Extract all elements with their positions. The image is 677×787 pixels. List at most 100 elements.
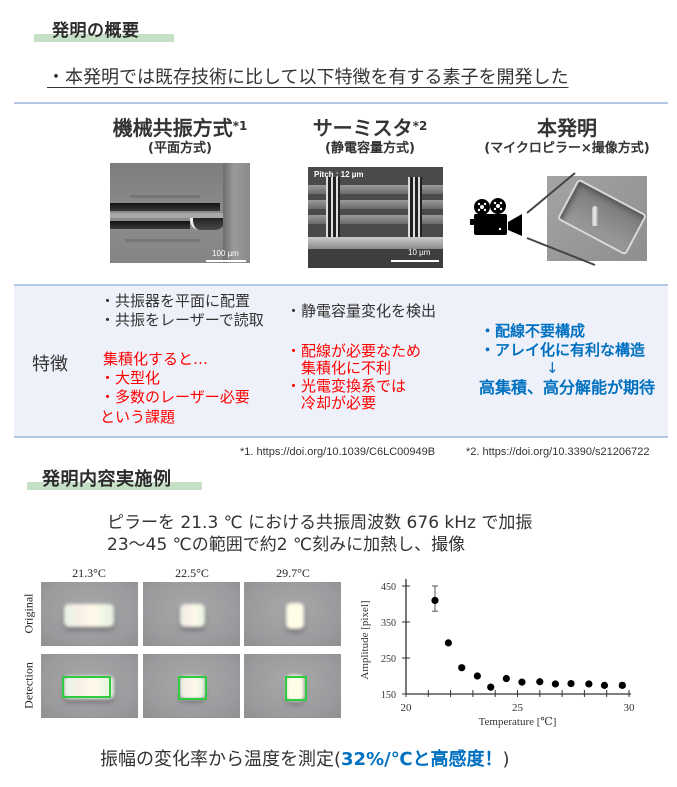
substrate <box>308 237 443 249</box>
divider-line <box>14 102 668 104</box>
scale-bar <box>391 260 439 262</box>
scale-bar <box>206 260 246 262</box>
row-label-original: Original <box>21 593 36 634</box>
y-tick-label: 350 <box>381 618 396 629</box>
column-header-invention: 本発明 (マイクロピラー×撮像方式) <box>452 116 677 158</box>
issue-text: ・光電変換系では <box>286 377 407 395</box>
feature-text: ・共振をレーザーで読取 <box>100 311 264 329</box>
conclusion-text: 振幅の変化率から温度を測定(32%/℃と高感度！) <box>100 745 510 771</box>
engraved-text <box>130 195 200 198</box>
resonator-beam <box>110 213 237 218</box>
micropillar <box>592 206 598 226</box>
pillar <box>408 177 422 237</box>
x-tick-label: 25 <box>512 702 524 714</box>
video-camera-icon <box>470 198 522 236</box>
footnote-1: *1. https://doi.org/10.1039/C6LC00949B <box>240 446 436 458</box>
features-label: 特徴 <box>32 354 68 375</box>
temperature-label: 21.3°C <box>72 566 106 580</box>
trench <box>110 221 190 229</box>
column-title: 機械共振方式 <box>112 116 233 140</box>
heading-underline-bar <box>34 34 174 42</box>
data-point <box>473 672 481 680</box>
sem-image-micropillar <box>547 176 647 261</box>
footnote-2: *2. https://doi.org/10.3390/s21206722 <box>466 446 650 458</box>
image-tile <box>41 582 138 646</box>
data-point <box>458 664 466 672</box>
well <box>190 218 225 230</box>
issue-text: 冷却が必要 <box>286 394 377 412</box>
footnote-ref: *1 <box>232 119 248 133</box>
row-label-detection: Detection <box>21 662 36 709</box>
arrow-down-icon: ↓ <box>546 359 559 377</box>
data-point <box>551 680 560 688</box>
data-point <box>536 678 544 686</box>
issue-text: 集積化すると… <box>103 350 209 368</box>
issue-text: ・多数のレーザー必要 <box>100 388 250 406</box>
sem-image-planar-resonator: 100 µm <box>110 163 250 263</box>
y-axis-title: Amplitude [pixel] <box>359 600 371 679</box>
image-tile <box>143 654 240 718</box>
advantage-text: ・配線不要構成 <box>480 322 586 340</box>
conclusion-prefix: 振幅の変化率から温度を測定( <box>100 749 342 770</box>
section-heading-overview: 発明の概要 <box>52 21 140 41</box>
x-axis-title: Temperature [℃] <box>479 716 557 728</box>
overview-bullet: ・本発明では既存技術に比して以下特徴を有する素子を開発した <box>47 67 569 88</box>
side-wall <box>223 163 250 263</box>
x-tick-label: 20 <box>401 702 413 714</box>
pitch-label: Pitch : 12 µm <box>314 170 364 179</box>
temperature-label: 22.5°C <box>175 566 209 580</box>
features-band <box>14 284 668 438</box>
data-point <box>585 680 593 688</box>
pillar <box>326 177 340 237</box>
data-point <box>518 678 526 686</box>
issue-text: という課題 <box>100 408 176 426</box>
issue-text: ・配線が必要なため <box>286 342 422 360</box>
image-tile <box>41 654 138 718</box>
data-point <box>502 674 510 683</box>
detection-box <box>62 676 111 698</box>
column-header-thermistor: サーミスタ*2 (静電容量方式) <box>255 116 485 158</box>
temperature-label: 29.7°C <box>276 566 310 580</box>
image-tile <box>143 582 240 646</box>
footnote-ref: *2 <box>412 119 428 133</box>
column-subtitle: (静電容量方式) <box>325 141 415 156</box>
engraved-text <box>125 239 200 242</box>
result-text: 高集積、高分解能が期待 <box>479 378 656 397</box>
detection-box <box>285 676 307 701</box>
column-subtitle: (平面方式) <box>148 141 212 156</box>
layer <box>308 185 443 194</box>
data-point <box>487 683 495 691</box>
sensitivity-highlight: 32%/℃と高感度！ <box>341 749 503 770</box>
layer <box>308 215 443 224</box>
data-point <box>567 679 575 688</box>
trench <box>110 203 220 211</box>
conclusion-suffix: ) <box>502 749 510 770</box>
issue-text: 集積化に不利 <box>286 359 392 377</box>
experiment-description: 23～45 ℃の範囲で約2 ℃刻みに加熱し、撮像 <box>107 535 466 555</box>
column-header-mechanical: 機械共振方式*1 (平面方式) <box>65 116 295 158</box>
y-tick-label: 450 <box>381 582 396 593</box>
section-heading-example: 発明内容実施例 <box>42 469 172 490</box>
camera-view-lines <box>526 172 596 266</box>
x-tick-label: 30 <box>624 702 636 714</box>
feature-text: ・静電容量変化を検出 <box>286 302 437 320</box>
layer <box>308 200 443 209</box>
scale-label: 100 µm <box>212 249 239 258</box>
column-title: 本発明 <box>537 116 597 140</box>
data-point <box>600 681 609 689</box>
data-point <box>431 596 439 604</box>
scale-label: 10 µm <box>408 248 431 257</box>
column-title: サーミスタ <box>312 116 413 140</box>
sem-image-thermistor-array: Pitch : 12 µm 10 µm <box>308 167 443 268</box>
y-tick-label: 250 <box>381 654 396 665</box>
image-tile <box>244 582 341 646</box>
feature-text: ・共振器を平面に配置 <box>100 292 251 310</box>
advantage-text: ・アレイ化に有利な構造 <box>480 341 646 359</box>
y-tick-label: 150 <box>381 690 396 701</box>
image-tile <box>244 654 341 718</box>
issue-text: ・大型化 <box>100 369 161 387</box>
substrate-floor <box>308 249 443 268</box>
experiment-description: ピラーを 21.3 ℃ における共振周波数 676 kHz で加振 <box>107 513 533 533</box>
